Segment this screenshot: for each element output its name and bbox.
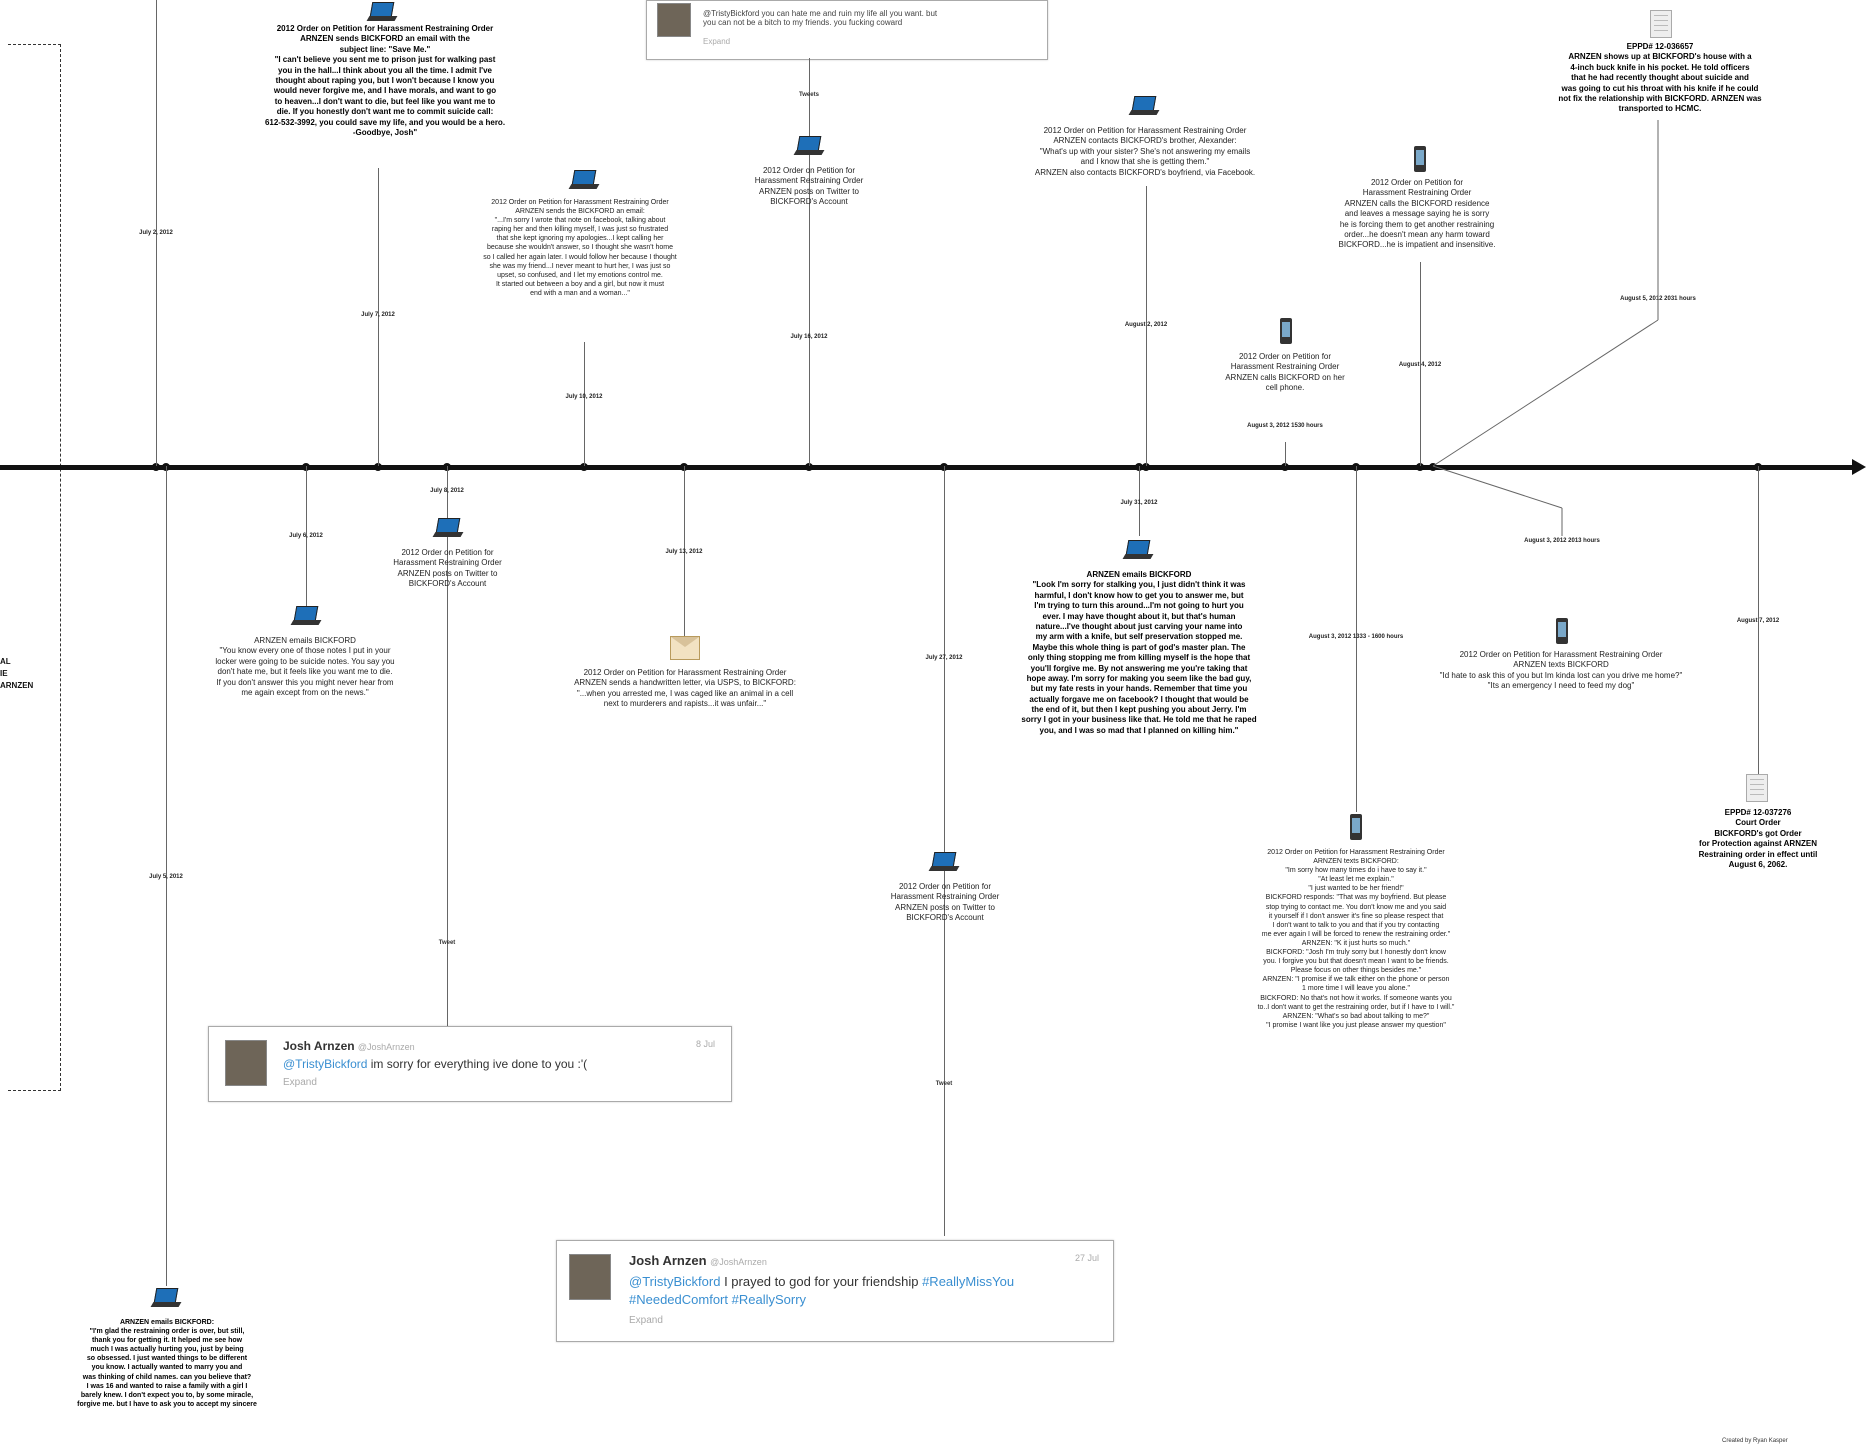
- laptop-icon: [793, 136, 825, 156]
- event-e16-date: August 3, 2012 2013 hours: [1524, 538, 1600, 544]
- event-stem: [156, 0, 157, 466]
- event-e4-text: 2012 Order on Petition for Harassment Re…: [754, 166, 864, 207]
- event-stem: [447, 466, 448, 1026]
- event-stem: [378, 168, 379, 466]
- timeline-arrow-icon: [1852, 459, 1866, 475]
- tweet-body: @TristyBickford you can hate me and ruin…: [703, 9, 938, 27]
- event-stem: [1285, 442, 1286, 466]
- event-stem: [684, 466, 685, 636]
- tweet-author: Josh Arnzen @JoshArnzen: [283, 1039, 415, 1053]
- timeline-node: [580, 463, 588, 471]
- event-e14-date: July 31, 2012: [1120, 500, 1158, 506]
- event-e1-text: 2012 Order on Petition for Harassment Re…: [264, 24, 506, 137]
- event-e5-date: August 2, 2012: [1124, 322, 1168, 328]
- laptop-icon: [150, 1288, 182, 1308]
- phone-icon: [1414, 146, 1426, 172]
- event-e4-date: July 16, 2012: [790, 334, 828, 340]
- event-stem: [1758, 466, 1759, 776]
- tweet-time: 27 Jul: [1074, 1253, 1099, 1263]
- timeline-node: [1429, 463, 1437, 471]
- event-e7-date: August 4, 2012: [1398, 362, 1442, 368]
- document-icon: [1650, 10, 1672, 38]
- phone-icon: [1350, 814, 1362, 840]
- event-e17-text: EPPD# 12-037276 Court Order BICKFORD's g…: [1698, 808, 1818, 869]
- event-e16-text: 2012 Order on Petition for Harassment Re…: [1439, 650, 1683, 691]
- timeline-axis: [0, 465, 1860, 470]
- event-e9-date: July 5, 2012: [149, 874, 183, 880]
- event-stem: [809, 58, 810, 466]
- event-stem: [1420, 262, 1421, 466]
- event-e1-date: July 2, 2012: [139, 230, 173, 236]
- event-stem: [306, 466, 307, 606]
- timeline-node: [374, 463, 382, 471]
- event-e6-date: August 3, 2012 1530 hours: [1247, 423, 1323, 429]
- tweet-expand-link[interactable]: Expand: [629, 1315, 663, 1326]
- tweet-author: Josh Arnzen @JoshArnzen: [629, 1253, 767, 1268]
- event-stem: [1139, 466, 1140, 536]
- event-e2-date: July 7, 2012: [361, 312, 395, 318]
- tweet-body: @TristyBickford I prayed to god for your…: [629, 1274, 1015, 1308]
- laptop-icon: [1122, 540, 1154, 560]
- event-e6-text: 2012 Order on Petition for Harassment Re…: [1225, 352, 1345, 393]
- event-e9-text: ARNZEN emails BICKFORD: "I'm glad the re…: [77, 1319, 257, 1408]
- event-e12-date: July 13, 2012: [665, 549, 703, 555]
- tweet-expand-link[interactable]: Expand: [283, 1077, 317, 1088]
- tweet-avatar: [225, 1040, 267, 1086]
- event-e12-text: 2012 Order on Petition for Harassment Re…: [574, 668, 796, 709]
- timeline-node: [1142, 463, 1150, 471]
- tweet-avatar: [569, 1254, 611, 1300]
- event-e13-date: July 27, 2012: [925, 655, 963, 661]
- event-e8-text: EPPD# 12-036657 ARNZEN shows up at BICKF…: [1558, 42, 1762, 114]
- event-e11-date: July 8, 2012: [430, 488, 464, 494]
- tweet-expand-link[interactable]: Expand: [703, 37, 731, 46]
- tweet-tag: Tweet: [935, 1081, 953, 1087]
- event-e15-date: August 3, 2012 1333 - 1600 hours: [1308, 634, 1404, 640]
- event-e13-text: 2012 Order on Petition for Harassment Re…: [890, 882, 1000, 923]
- tweet-tag: Tweet: [438, 940, 456, 946]
- tweet-tag: Tweets: [799, 92, 819, 98]
- tweet-card-top[interactable]: @TristyBickford you can hate me and ruin…: [646, 0, 1048, 60]
- tweet-avatar: [657, 3, 691, 37]
- timeline-node: [152, 463, 160, 471]
- event-e5-text: 2012 Order on Petition for Harassment Re…: [1034, 126, 1256, 177]
- event-e3-date: July 10, 2012: [565, 394, 603, 400]
- tweet-time: 8 Jul: [695, 1039, 715, 1049]
- event-e10-date: July 6, 2012: [289, 533, 323, 539]
- event-e8-connector: [1432, 120, 1659, 467]
- credit-text: Created by Ryan Kasper: [1722, 1438, 1788, 1444]
- event-e11-text: 2012 Order on Petition for Harassment Re…: [393, 548, 502, 589]
- laptop-icon: [432, 518, 464, 538]
- event-e16-connector: [1432, 466, 1563, 536]
- laptop-icon: [568, 170, 600, 190]
- left-dashed-bracket: [8, 44, 61, 1091]
- event-stem: [1356, 466, 1357, 812]
- timeline-node: [1416, 463, 1424, 471]
- laptop-icon: [366, 2, 398, 22]
- envelope-icon: [670, 636, 700, 660]
- event-stem: [944, 466, 945, 1236]
- document-icon: [1746, 774, 1768, 802]
- laptop-icon: [290, 606, 322, 626]
- laptop-icon: [1128, 96, 1160, 116]
- event-e15-text: 2012 Order on Petition for Harassment Re…: [1257, 849, 1455, 1029]
- timeline-node: [805, 463, 813, 471]
- event-stem: [166, 466, 167, 1286]
- timeline-node: [1281, 463, 1289, 471]
- event-e17-date: August 7, 2012: [1736, 618, 1780, 624]
- left-edge-text: AL IE ARNZEN: [0, 657, 34, 690]
- event-e10-text: ARNZEN emails BICKFORD "You know every o…: [215, 636, 395, 697]
- phone-icon: [1280, 318, 1292, 344]
- event-e7-text: 2012 Order on Petition for Harassment Re…: [1338, 178, 1496, 250]
- event-e14-text: ARNZEN emails BICKFORD "Look I'm sorry f…: [1021, 570, 1257, 735]
- event-e3-text: 2012 Order on Petition for Harassment Re…: [483, 199, 677, 297]
- tweet-body: @TristyBickford im sorry for everything …: [283, 1057, 588, 1071]
- tweet-card-8jul[interactable]: Josh Arnzen @JoshArnzen 8 Jul @TristyBic…: [208, 1026, 732, 1102]
- phone-icon: [1556, 618, 1568, 644]
- event-stem: [584, 342, 585, 466]
- laptop-icon: [928, 852, 960, 872]
- event-stem: [1146, 186, 1147, 466]
- tweet-card-27jul[interactable]: Josh Arnzen @JoshArnzen 27 Jul @TristyBi…: [556, 1240, 1114, 1342]
